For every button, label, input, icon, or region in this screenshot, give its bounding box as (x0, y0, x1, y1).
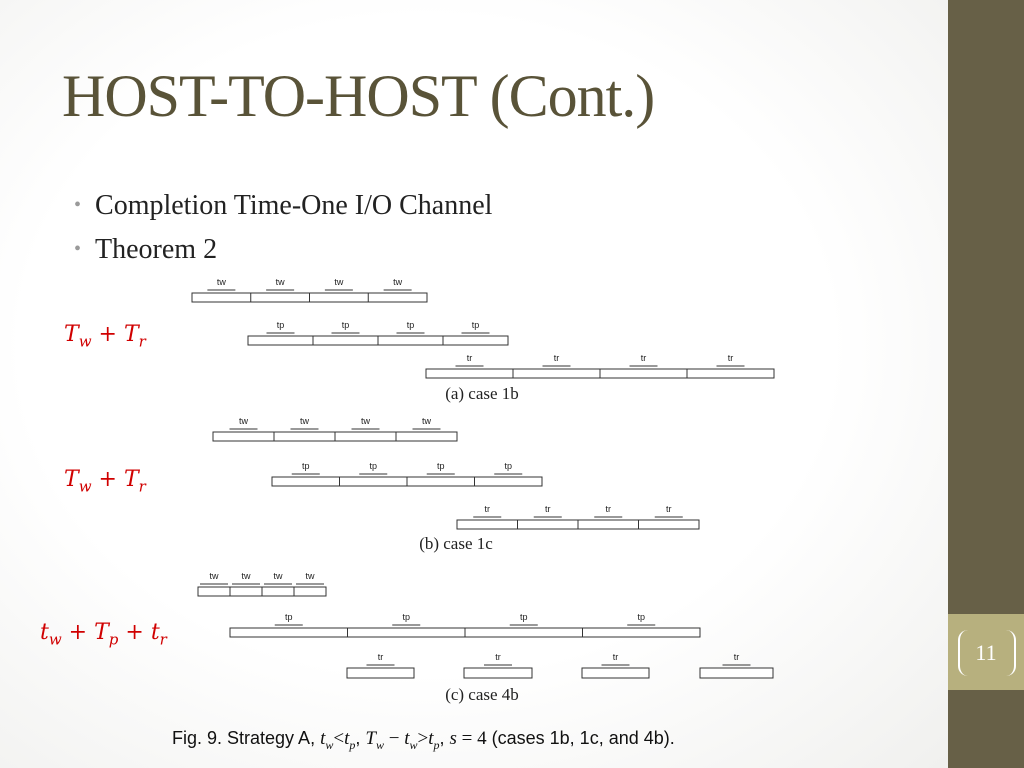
case-c-tr-label: tr (734, 652, 740, 662)
case-c-tr-label: tr (613, 652, 619, 662)
formula-case-c: tw + Tp + tr (40, 620, 167, 649)
case-c-tr-box (699, 667, 774, 679)
page-number: 11 (975, 640, 997, 665)
case-b-tp-label: tp (437, 461, 445, 471)
bullet-list: • Completion Time-One I/O Channel • Theore… (74, 186, 492, 274)
case-c-tp-label: tp (520, 612, 528, 622)
case-b-tr-label: tr (545, 504, 551, 514)
case-b-tp-label: tp (369, 461, 377, 471)
bullet-item: • Completion Time-One I/O Channel (74, 186, 492, 230)
bullet-text: Theorem 2 (95, 234, 218, 265)
case-c-tr-box (346, 667, 415, 679)
case-c-tw-label: tw (210, 571, 220, 581)
case-c-tr-label: tr (378, 652, 384, 662)
case-b-tr-label: tr (606, 504, 612, 514)
bullet-text: Completion Time-One I/O Channel (95, 190, 493, 221)
bullet-dot-icon: • (74, 194, 82, 216)
case-b-label: (b) case 1c (419, 534, 493, 553)
case-a-tr-label: tr (641, 353, 647, 363)
case-a-tp-label: tp (277, 320, 285, 330)
case-c-tw-label: tw (274, 571, 284, 581)
case-a-tr-label: tr (728, 353, 734, 363)
case-c-tr-box (581, 667, 650, 679)
case-c-tp-label: tp (637, 612, 645, 622)
case-c-tp-label: tp (402, 612, 410, 622)
case-a-tp-label: tp (472, 320, 480, 330)
case-b-tp-label: tp (302, 461, 310, 471)
case-c-tr-box (463, 667, 533, 679)
formula-case-a: Tw + Tr (64, 322, 146, 351)
case-c-tp-label: tp (285, 612, 293, 622)
case-b-tr-label: tr (485, 504, 491, 514)
page-number-box (948, 614, 1024, 690)
case-c-tw-label: tw (306, 571, 316, 581)
case-a-tp-label: tp (342, 320, 350, 330)
case-a-tw-label: tw (393, 277, 403, 287)
case-a-tr-label: tr (554, 353, 560, 363)
case-b-tw-label: tw (300, 416, 310, 426)
slide-title: HOST-TO-HOST (Cont.) (62, 63, 655, 129)
bullet-item: • Theorem 2 (74, 230, 492, 274)
bullet-dot-icon: • (74, 238, 82, 260)
case-a-tw-label: tw (334, 277, 344, 287)
case-a-tr-label: tr (467, 353, 473, 363)
case-b-tr-label: tr (666, 504, 672, 514)
slide-background (0, 0, 948, 768)
case-b-tw-label: tw (422, 416, 432, 426)
case-b-tp-label: tp (504, 461, 512, 471)
case-a-tw-label: tw (217, 277, 227, 287)
formula-case-b: Tw + Tr (64, 467, 146, 496)
case-c-tr-label: tr (495, 652, 501, 662)
case-c-label: (c) case 4b (445, 685, 519, 704)
case-b-tw-label: tw (239, 416, 249, 426)
page-number-frame (958, 630, 1016, 676)
timing-diagram: tw tw tw tw tp tp tp tp tr tr tr tr (a) case 1b tw tw t… (191, 277, 775, 704)
case-b-tw-label: tw (361, 416, 371, 426)
case-a-tw-label: tw (276, 277, 286, 287)
case-a-label: (a) case 1b (445, 384, 519, 403)
case-a-tp-label: tp (407, 320, 415, 330)
case-c-tw-label: tw (242, 571, 252, 581)
figure-caption: Fig. 9. Strategy A, tw<tp, Tw − tw>tp, s… (172, 728, 675, 752)
